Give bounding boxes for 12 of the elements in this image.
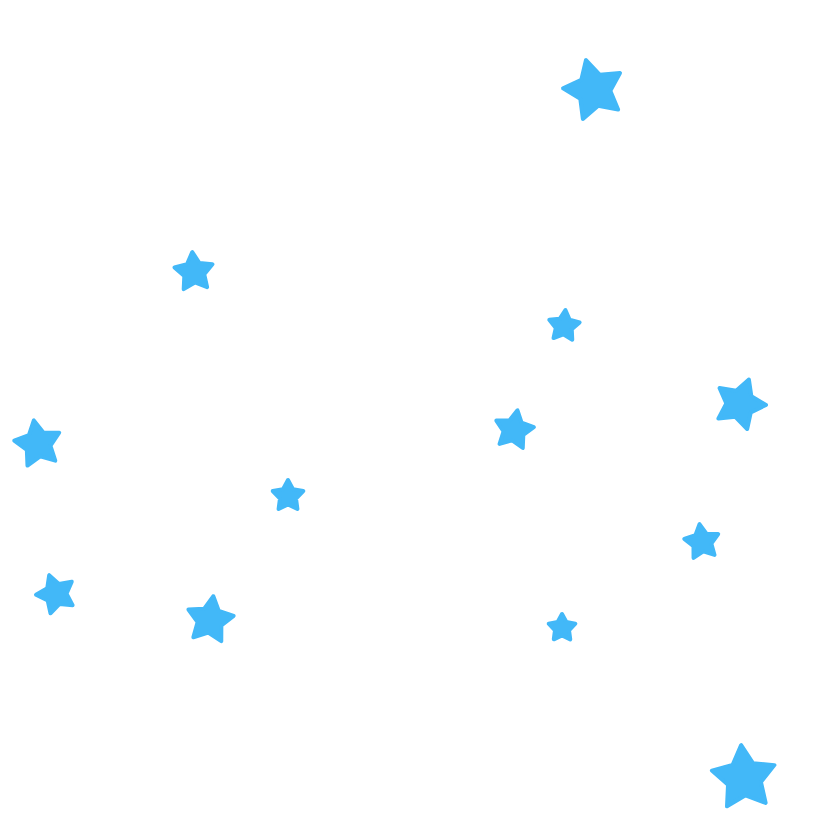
star (546, 612, 578, 642)
star (682, 522, 721, 560)
star (716, 377, 768, 431)
star (186, 594, 236, 644)
star (547, 308, 582, 342)
star (561, 58, 622, 121)
star (172, 250, 215, 292)
star (34, 573, 75, 616)
star (270, 478, 306, 511)
star (709, 743, 777, 809)
star (12, 418, 62, 468)
star (494, 408, 536, 450)
